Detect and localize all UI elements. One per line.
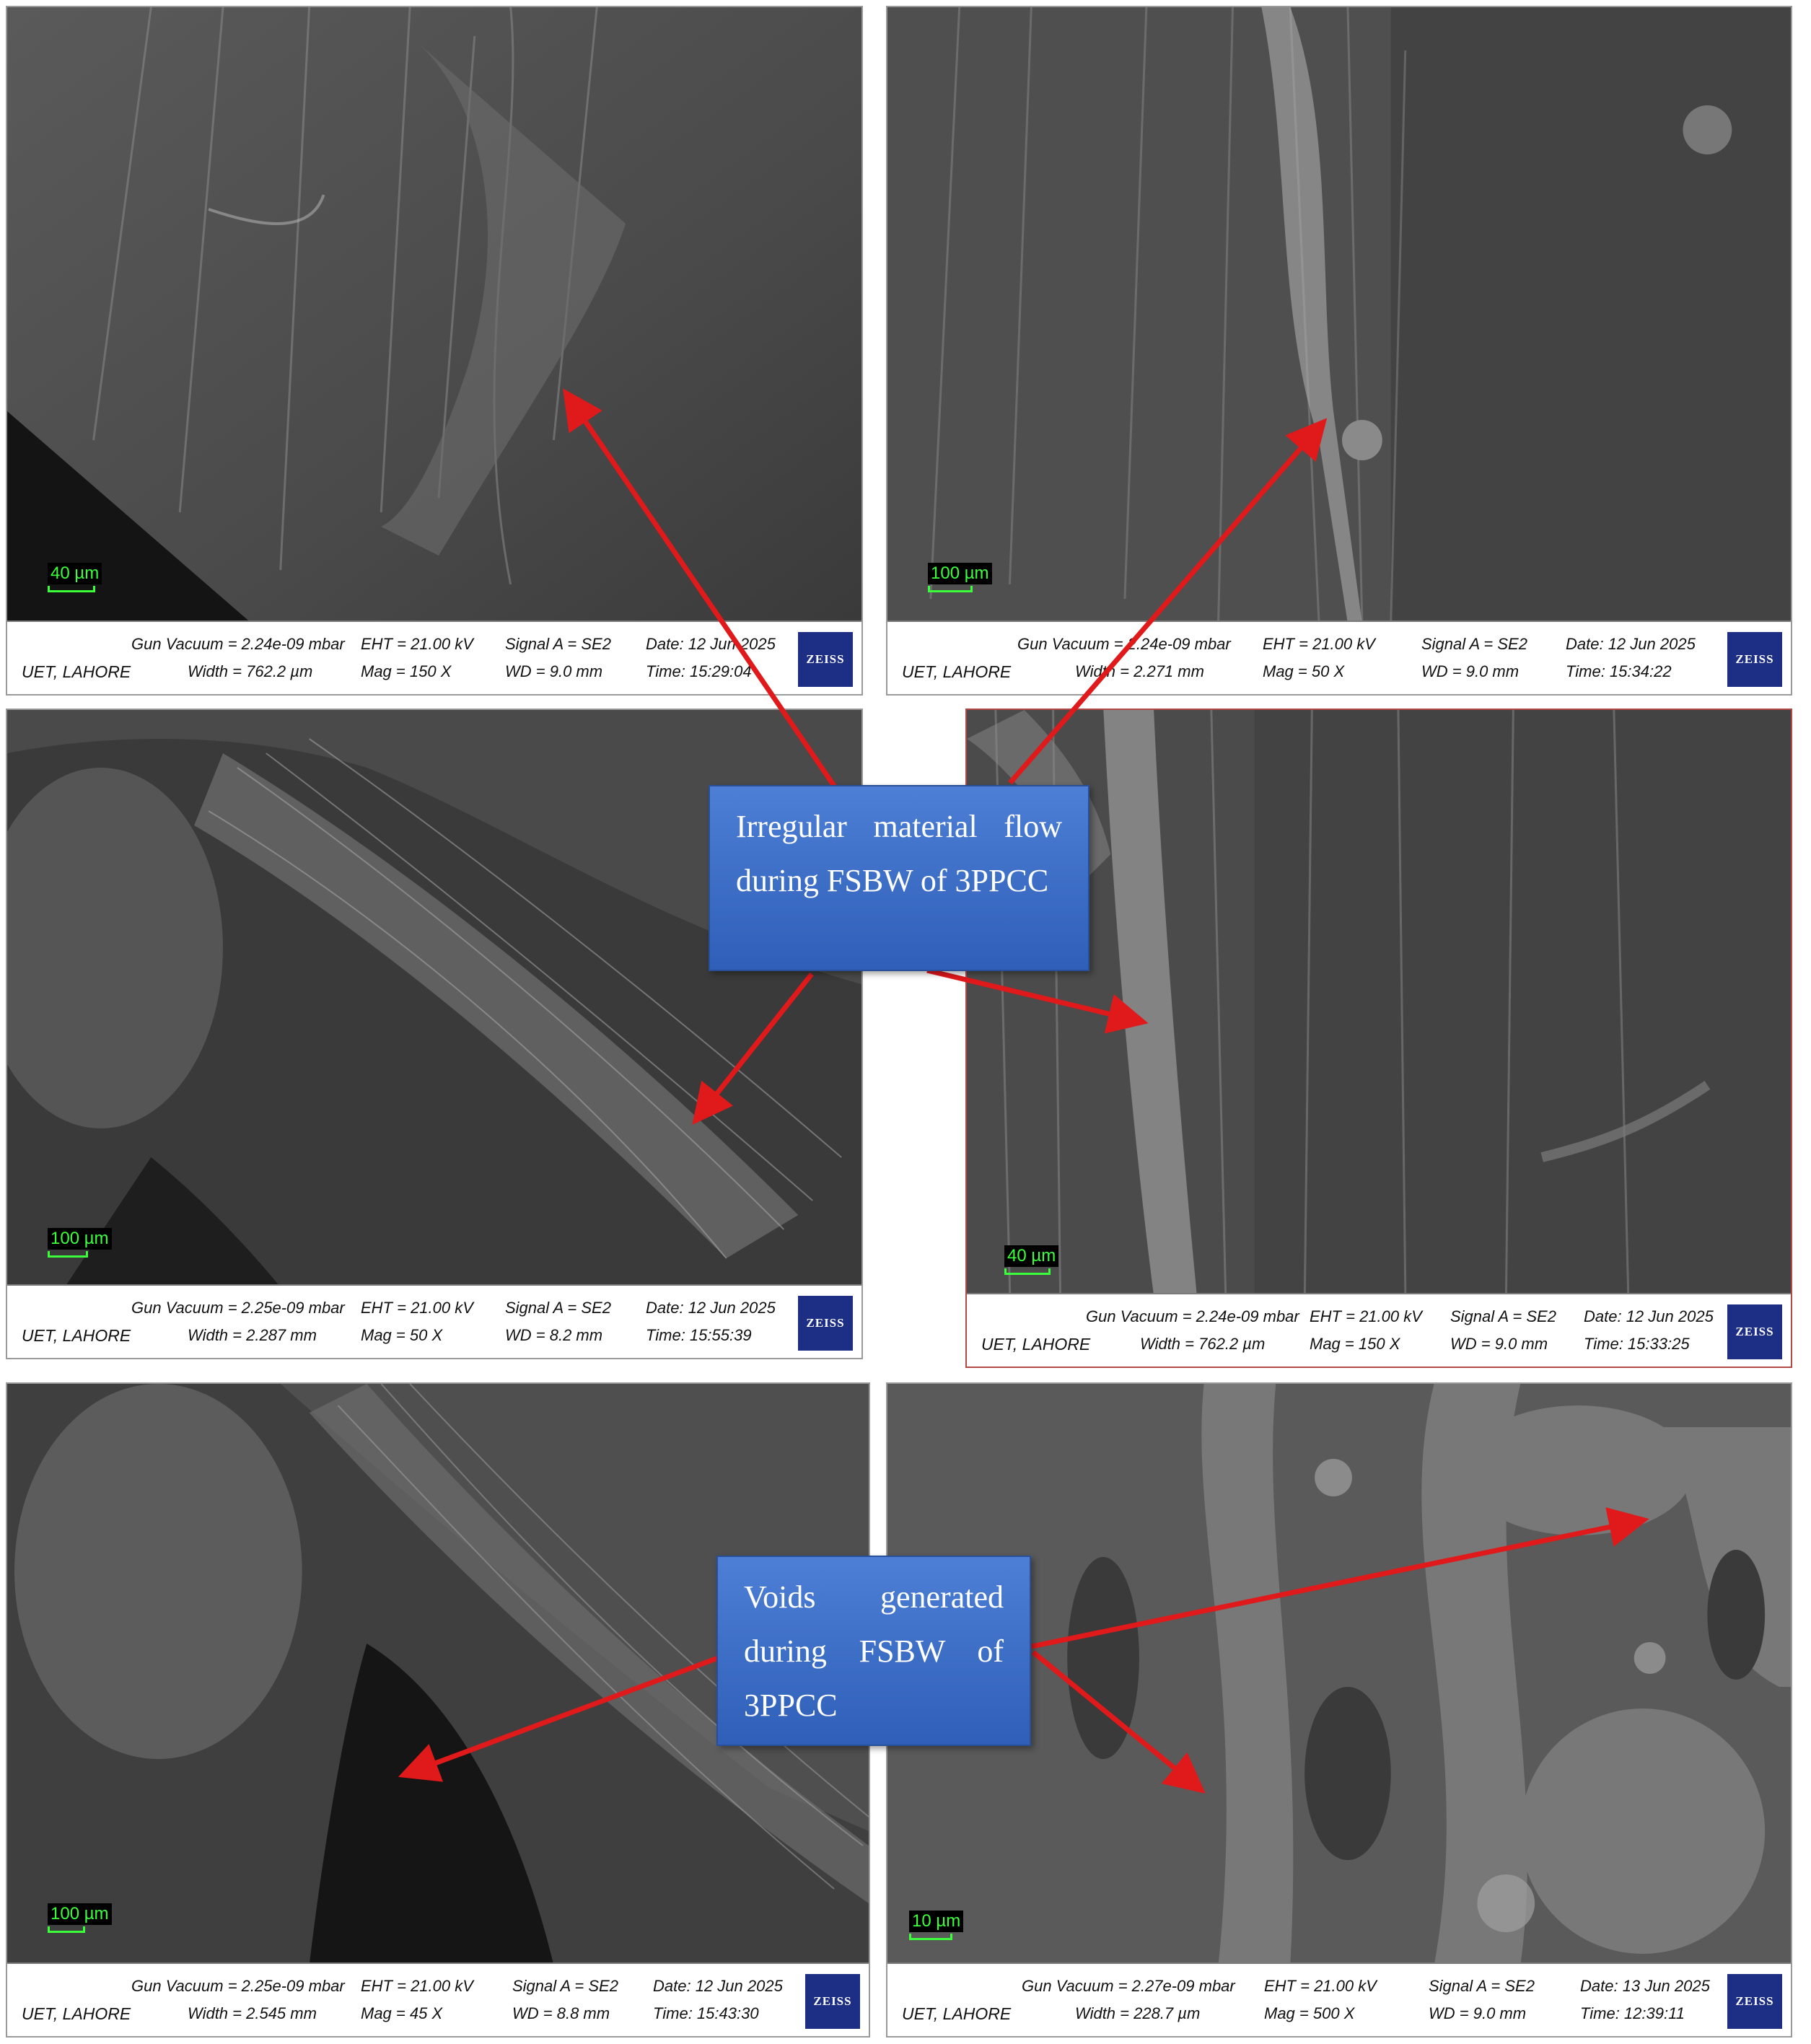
width: Width = 762.2 µm	[188, 662, 313, 680]
eht: EHT = 21.00 kV	[361, 1299, 473, 1317]
scale-label: 40 µm	[48, 563, 102, 584]
time: Time: 15:33:25	[1584, 1335, 1690, 1353]
sem-panel-4: 40 µm Gun Vacuum = 2.24e-09 mbar EHT = 2…	[965, 709, 1792, 1368]
callout-material-flow: Irregular material flow during FSBW of 3…	[709, 785, 1089, 971]
sem-data-bar: Gun Vacuum = 2.24e-09 mbar EHT = 21.00 k…	[967, 1293, 1791, 1367]
sem-data-bar: Gun Vacuum = 2.25e-09 mbar EHT = 21.00 k…	[7, 1284, 861, 1358]
sem-data-bar: Gun Vacuum = 2.25e-09 mbar EHT = 21.00 k…	[7, 1962, 869, 2036]
gun-vacuum: Gun Vacuum = 2.27e-09 mbar	[1022, 1977, 1235, 1995]
time: Time: 15:29:04	[646, 662, 752, 680]
date: Date: 12 Jun 2025	[646, 635, 776, 653]
scale-bar: 100 µm	[928, 563, 992, 592]
date: Date: 12 Jun 2025	[1566, 635, 1696, 653]
date: Date: 12 Jun 2025	[1584, 1307, 1714, 1325]
gun-vacuum: Gun Vacuum = 2.24e-09 mbar	[131, 635, 345, 653]
magnification: Mag = 50 X	[361, 1326, 443, 1344]
sem-data-bar: Gun Vacuum = 2.24e-09 mbar EHT = 21.00 k…	[887, 620, 1791, 694]
width: Width = 2.271 mm	[1075, 662, 1204, 680]
zeiss-logo: ZEISS	[1727, 1974, 1782, 2029]
signal: Signal A = SE2	[1450, 1307, 1556, 1325]
sem-panel-6: 10 µm Gun Vacuum = 2.27e-09 mbar EHT = 2…	[886, 1382, 1792, 2038]
eht: EHT = 21.00 kV	[1310, 1307, 1422, 1325]
time: Time: 15:43:30	[653, 2004, 759, 2022]
scale-label: 100 µm	[48, 1228, 112, 1250]
gun-vacuum: Gun Vacuum = 2.24e-09 mbar	[1086, 1307, 1299, 1325]
lab-name: UET, LAHORE	[981, 1335, 1091, 1354]
magnification: Mag = 500 X	[1264, 2004, 1355, 2022]
scale-bar: 40 µm	[48, 563, 102, 592]
eht: EHT = 21.00 kV	[1263, 635, 1375, 653]
magnification: Mag = 50 X	[1263, 662, 1345, 680]
lab-name: UET, LAHORE	[22, 2004, 131, 2023]
time: Time: 15:55:39	[646, 1326, 752, 1344]
date: Date: 12 Jun 2025	[653, 1977, 783, 1995]
time: Time: 15:34:22	[1566, 662, 1672, 680]
scale-bar: 40 µm	[1004, 1245, 1059, 1275]
working-distance: WD = 8.2 mm	[505, 1326, 603, 1344]
callout-voids: Voids generated during FSBW of 3PPCC	[716, 1556, 1031, 1746]
magnification: Mag = 45 X	[361, 2004, 443, 2022]
eht: EHT = 21.00 kV	[1264, 1977, 1377, 1995]
working-distance: WD = 9.0 mm	[1450, 1335, 1548, 1353]
zeiss-logo: ZEISS	[798, 632, 853, 687]
sem-panel-1: 40 µm Gun Vacuum = 2.24e-09 mbar EHT = 2…	[6, 6, 863, 696]
zeiss-logo: ZEISS	[805, 1974, 860, 2029]
magnification: Mag = 150 X	[1310, 1335, 1400, 1353]
signal: Signal A = SE2	[512, 1977, 618, 1995]
signal: Signal A = SE2	[1429, 1977, 1535, 1995]
width: Width = 228.7 µm	[1075, 2004, 1201, 2022]
width: Width = 762.2 µm	[1140, 1335, 1266, 1353]
working-distance: WD = 9.0 mm	[505, 662, 603, 680]
eht: EHT = 21.00 kV	[361, 635, 473, 653]
scale-label: 100 µm	[48, 1903, 112, 1925]
sem-micrograph	[887, 7, 1791, 623]
scale-bar: 100 µm	[48, 1903, 112, 1933]
zeiss-logo: ZEISS	[798, 1296, 853, 1351]
lab-name: UET, LAHORE	[22, 662, 131, 681]
scale-label: 100 µm	[928, 563, 992, 584]
time: Time: 12:39:11	[1580, 2004, 1685, 2022]
working-distance: WD = 9.0 mm	[1421, 662, 1520, 680]
scale-label: 10 µm	[909, 1911, 964, 1932]
date: Date: 12 Jun 2025	[646, 1299, 776, 1317]
width: Width = 2.545 mm	[188, 2004, 317, 2022]
sem-panel-2: 100 µm Gun Vacuum = 2.24e-09 mbar EHT = …	[886, 6, 1792, 696]
lab-name: UET, LAHORE	[22, 1326, 131, 1345]
scale-label: 40 µm	[1004, 1245, 1059, 1267]
scale-bar: 10 µm	[909, 1911, 964, 1940]
zeiss-logo: ZEISS	[1727, 632, 1782, 687]
zeiss-logo: ZEISS	[1727, 1304, 1782, 1359]
sem-data-bar: Gun Vacuum = 2.24e-09 mbar EHT = 21.00 k…	[7, 620, 861, 694]
sem-micrograph	[7, 7, 861, 623]
signal: Signal A = SE2	[1421, 635, 1527, 653]
working-distance: WD = 9.0 mm	[1429, 2004, 1527, 2022]
gun-vacuum: Gun Vacuum = 2.25e-09 mbar	[131, 1299, 345, 1317]
working-distance: WD = 8.8 mm	[512, 2004, 610, 2022]
sem-data-bar: Gun Vacuum = 2.27e-09 mbar EHT = 21.00 k…	[887, 1962, 1791, 2036]
width: Width = 2.287 mm	[188, 1326, 317, 1344]
gun-vacuum: Gun Vacuum = 2.25e-09 mbar	[131, 1977, 345, 1995]
sem-micrograph	[967, 710, 1791, 1296]
lab-name: UET, LAHORE	[902, 662, 1012, 681]
date: Date: 13 Jun 2025	[1580, 1977, 1710, 1995]
signal: Signal A = SE2	[505, 635, 611, 653]
scale-bar: 100 µm	[48, 1228, 112, 1258]
gun-vacuum: Gun Vacuum = 2.24e-09 mbar	[1017, 635, 1231, 653]
lab-name: UET, LAHORE	[902, 2004, 1012, 2023]
signal: Signal A = SE2	[505, 1299, 611, 1317]
eht: EHT = 21.00 kV	[361, 1977, 473, 1995]
magnification: Mag = 150 X	[361, 662, 452, 680]
